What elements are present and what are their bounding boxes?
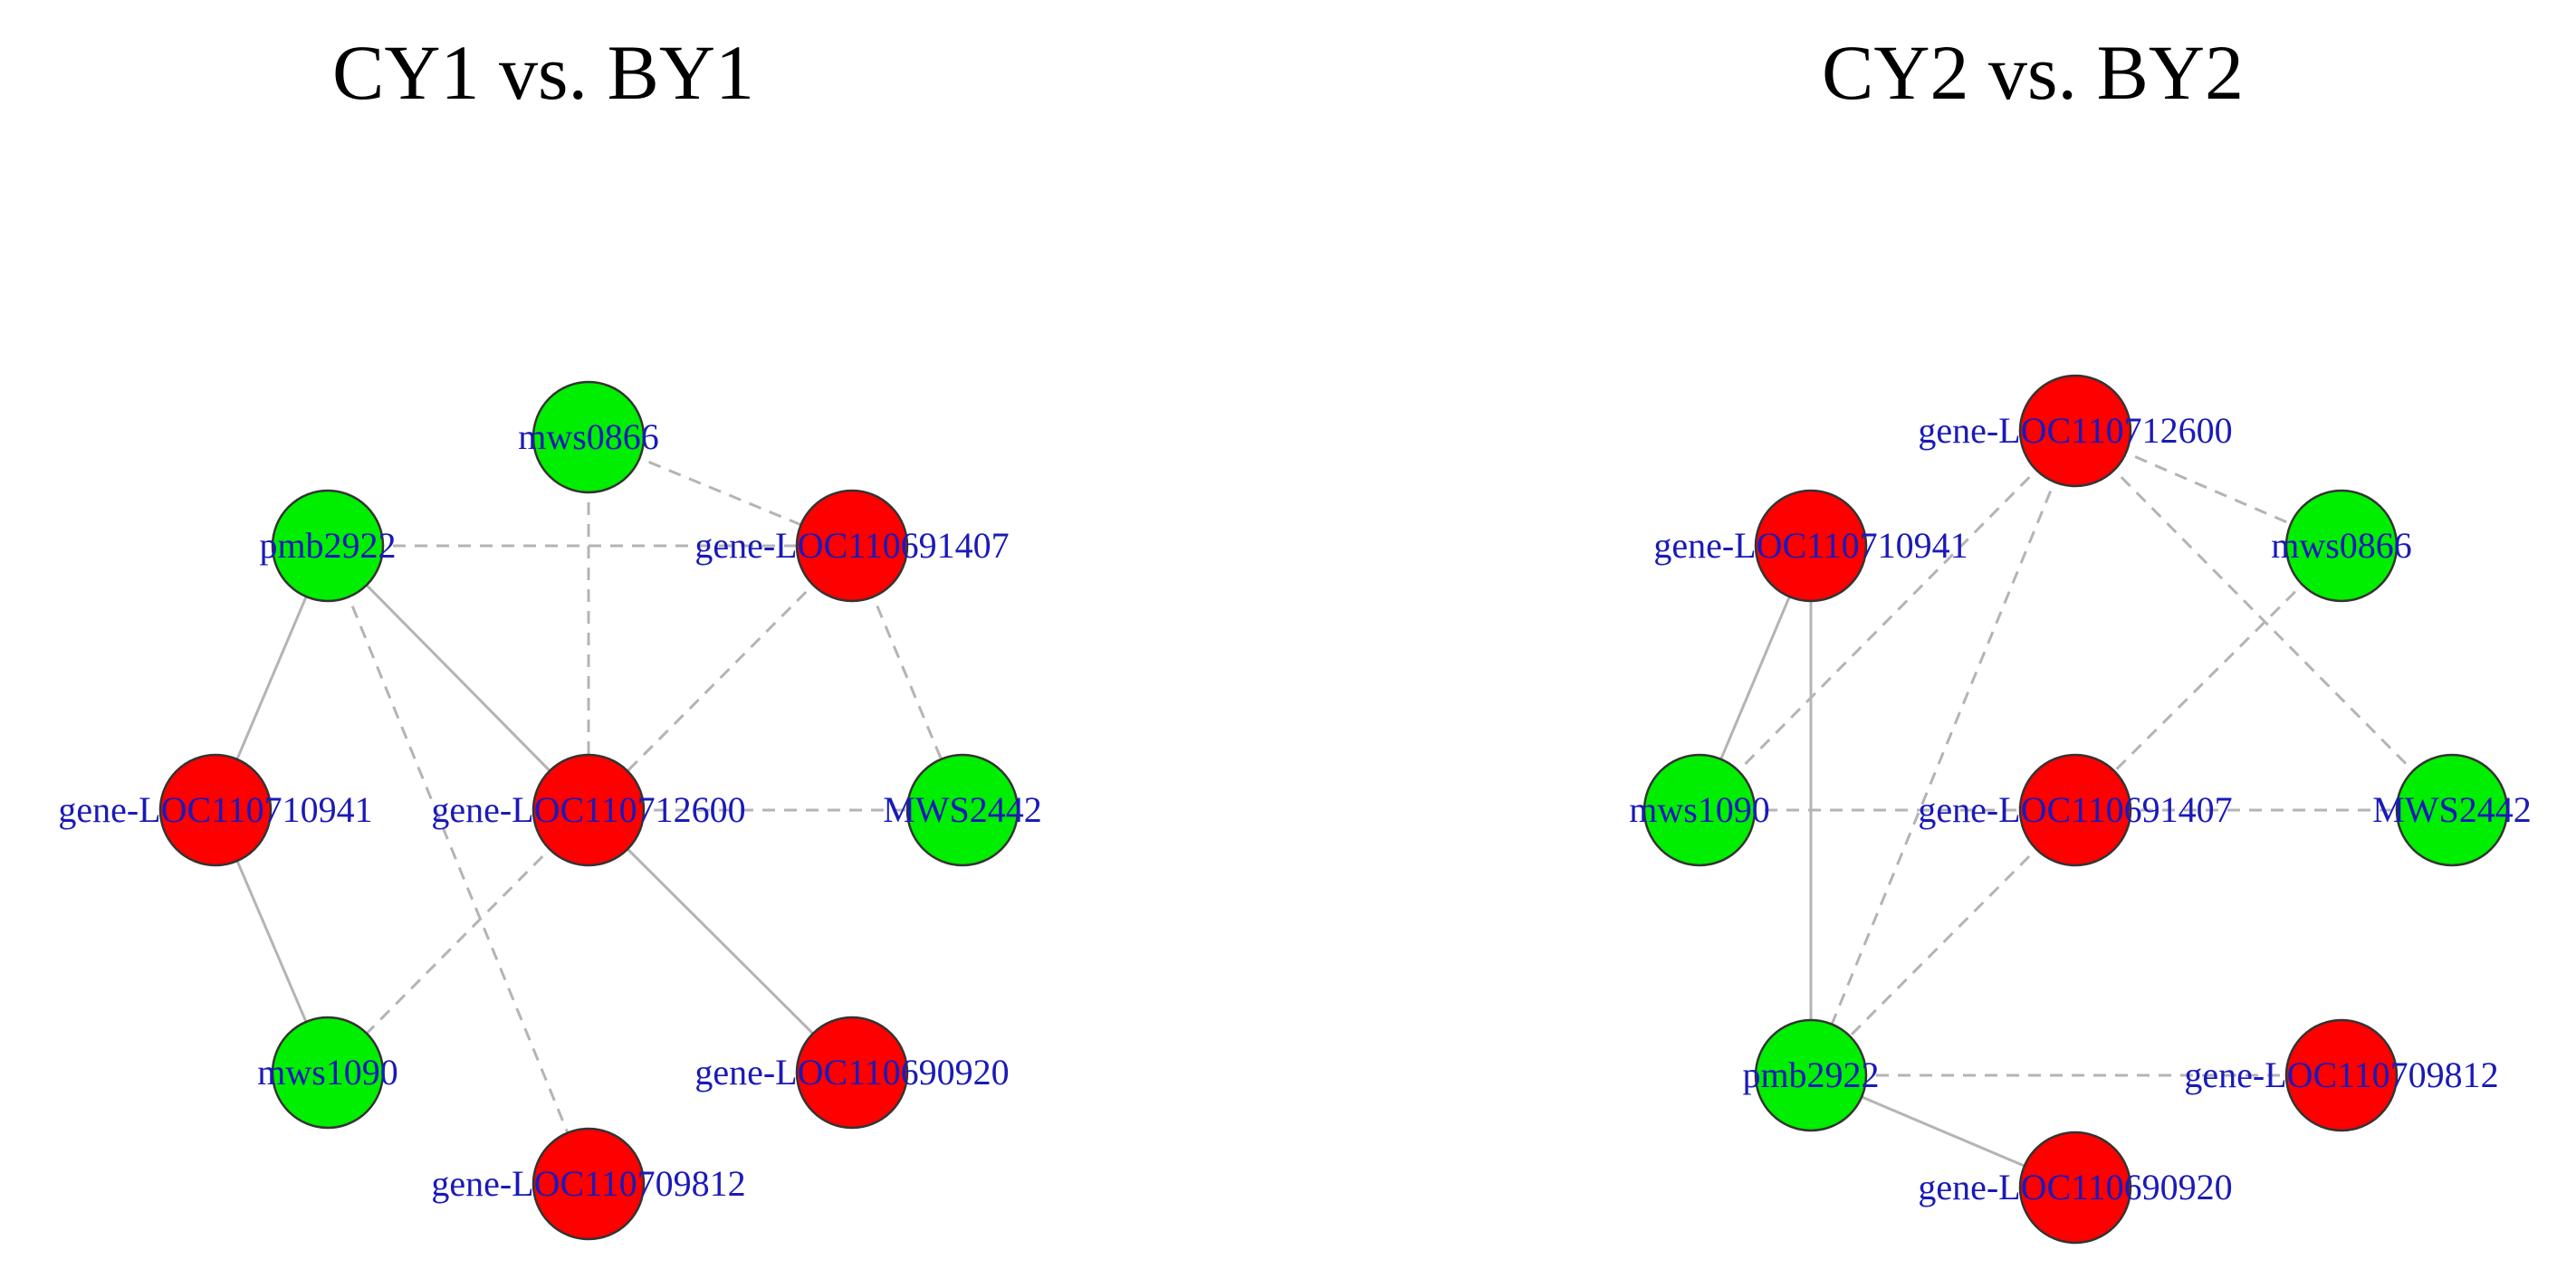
right-edge-mws0866-LOC110691407 (2073, 544, 2343, 812)
right-edge-LOC110712600-mws1090 (1698, 429, 2077, 812)
right-node-label-LOC110710941: gene-LOC110710941 (1653, 525, 1968, 566)
right-node-label-LOC110712600: gene-LOC110712600 (1918, 410, 2232, 451)
left-node-LOC110712600 (531, 753, 646, 867)
left-node-LOC110690920 (795, 1016, 909, 1130)
right-node-LOC110712600 (2018, 374, 2132, 488)
right-node-label-LOC110690920: gene-LOC110690920 (1918, 1167, 2232, 1207)
right-edge-LOC110712600-MWS2442 (2073, 429, 2454, 812)
right-node-label-mws1090: mws1090 (1629, 789, 1770, 830)
right-node-pmb2922 (1754, 1018, 1868, 1132)
left-node-LOC110710941 (158, 753, 273, 867)
left-node-label-LOC110691407: gene-LOC110691407 (694, 525, 1009, 566)
left-edge-LOC110712600-LOC110690920 (587, 808, 854, 1074)
left-node-label-mws0866: mws0866 (518, 416, 659, 457)
right-node-LOC110691407 (2018, 753, 2132, 867)
left-node-pmb2922 (271, 489, 385, 603)
left-node-label-pmb2922: pmb2922 (259, 525, 396, 566)
left-node-label-LOC110690920: gene-LOC110690920 (694, 1052, 1009, 1092)
left-edge-pmb2922-LOC110709812 (326, 545, 590, 1185)
left-node-LOC110691407 (795, 489, 909, 603)
left-node-mws0866 (531, 380, 646, 494)
right-edge-LOC110712600-pmb2922 (1809, 430, 2077, 1076)
left-node-LOC110709812 (531, 1127, 646, 1241)
left-panel-title: CY1 vs. BY1 (332, 29, 754, 116)
labels-layer: mws0866 pmb2922 gene-LOC110691407 gene-LOC1… (58, 410, 2531, 1207)
right-node-label-pmb2922: pmb2922 (1742, 1054, 1879, 1095)
left-node-label-LOC110709812: gene-LOC110709812 (431, 1163, 745, 1204)
left-edge-LOC110691407-LOC110712600 (587, 544, 854, 812)
right-panel-title: CY2 vs. BY2 (1822, 29, 2244, 116)
left-node-mws1090 (271, 1016, 385, 1130)
right-node-label-LOC110709812: gene-LOC110709812 (2184, 1054, 2498, 1095)
left-edge-LOC110712600-mws1090 (326, 808, 590, 1074)
left-node-label-LOC110710941: gene-LOC110710941 (58, 789, 372, 830)
right-node-LOC110709812 (2284, 1018, 2399, 1132)
right-node-label-mws0866: mws0866 (2271, 525, 2412, 566)
right-node-MWS2442 (2395, 753, 2509, 867)
right-node-LOC110690920 (2018, 1131, 2132, 1245)
left-node-MWS2442 (905, 753, 1020, 867)
right-edge-LOC110691407-pmb2922 (1809, 808, 2077, 1077)
right-node-label-LOC110691407: gene-LOC110691407 (1918, 789, 2232, 830)
left-node-label-MWS2442: MWS2442 (883, 789, 1042, 830)
right-node-LOC110710941 (1754, 489, 1868, 603)
left-edge-pmb2922-LOC110712600 (326, 544, 590, 812)
nodes-layer (158, 374, 2509, 1245)
left-node-label-mws1090: mws1090 (257, 1052, 398, 1092)
right-node-mws1090 (1642, 753, 1757, 867)
right-node-label-MWS2442: MWS2442 (2372, 789, 2532, 830)
left-node-label-LOC110712600: gene-LOC110712600 (431, 789, 745, 830)
right-node-mws0866 (2284, 489, 2399, 603)
